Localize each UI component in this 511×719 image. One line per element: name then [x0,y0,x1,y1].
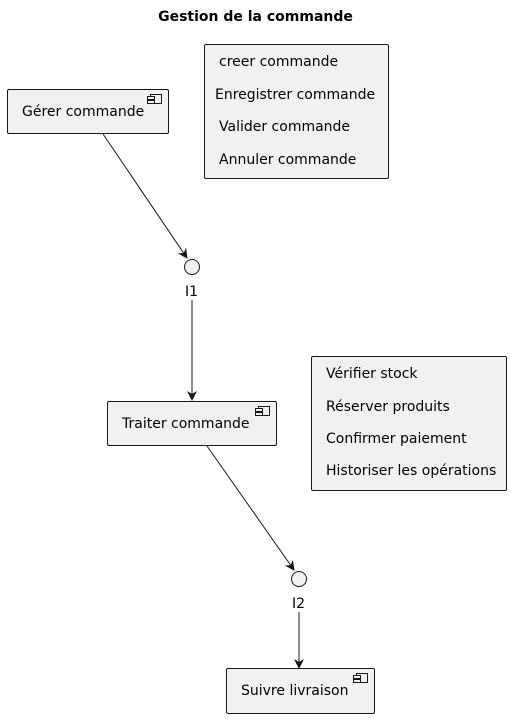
interface-i1-label: I1 [185,284,199,300]
interface-i2-label: I2 [292,596,306,612]
note-item: creer commande [219,54,339,70]
note-item: Annuler commande [219,152,357,168]
note-item: Valider commande [219,119,351,135]
diagram-title: Gestion de la commande [158,9,353,25]
component-suivre-livraison-label: Suivre livraison [241,683,349,699]
interface-i1-circle [184,259,200,275]
component-suivre-livraison: Suivre livraison [226,668,375,714]
component-icon [147,94,162,104]
note-item: Réserver produits [326,399,450,415]
component-traiter-commande-label: Traiter commande [122,415,250,432]
note-traitement-operations: Vérifier stock Réserver produits Confirm… [311,356,507,491]
component-icon [353,673,368,683]
component-gerer-commande: Gérer commande [7,89,169,134]
note-item: Vérifier stock [326,366,418,382]
component-gerer-commande-label: Gérer commande [22,103,145,120]
note-commande-operations: creer commande Enregistrer commande Vali… [204,44,389,179]
interface-i2-circle [291,571,307,587]
edge-gerer-to-i1 [102,133,188,259]
note-item: Confirmer paiement [326,431,467,447]
edge-traiter-to-i2 [206,445,295,571]
note-item: Historiser les opérations [326,463,497,479]
component-icon [255,406,270,416]
note-item: Enregistrer commande [215,87,376,103]
component-traiter-commande: Traiter commande [107,401,277,446]
